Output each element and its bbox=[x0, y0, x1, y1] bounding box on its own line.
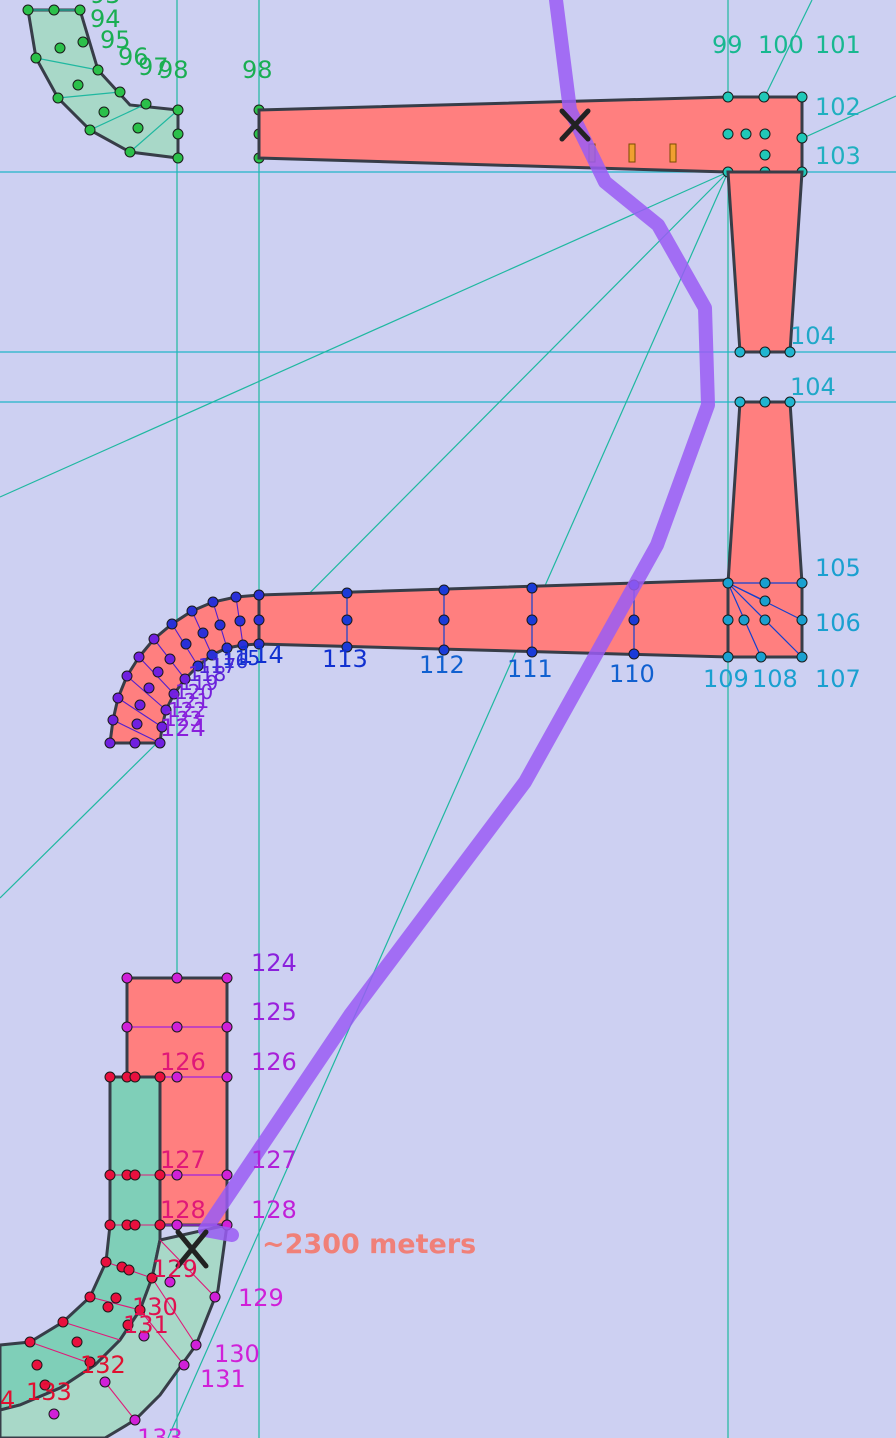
label-127-left: 127 bbox=[160, 1146, 206, 1174]
label-123: 123 bbox=[164, 707, 202, 731]
label-112: 112 bbox=[419, 651, 465, 679]
label-133-bottom: 133 bbox=[137, 1424, 183, 1438]
start-marker-x bbox=[559, 108, 591, 142]
label-132: 132 bbox=[80, 1351, 126, 1379]
label-126-left: 126 bbox=[160, 1048, 206, 1076]
label-113: 113 bbox=[322, 645, 368, 673]
label-131-right: 131 bbox=[200, 1365, 246, 1393]
label-107: 107 bbox=[815, 665, 861, 693]
label-117: 117 bbox=[198, 654, 236, 678]
road-segment-103-104 bbox=[726, 170, 804, 358]
label-110: 110 bbox=[609, 660, 655, 688]
road-segment-98-103 bbox=[257, 91, 808, 178]
label-93: 93 bbox=[90, 0, 121, 9]
road-segment-94-98 bbox=[22, 4, 265, 164]
label-119: 119 bbox=[180, 671, 218, 695]
label-118: 118 bbox=[188, 662, 226, 686]
label-109: 109 bbox=[703, 665, 749, 693]
label-111: 111 bbox=[507, 655, 553, 683]
label-103: 103 bbox=[815, 142, 861, 170]
node-labels: 93 94 95 96 97 98 98 99 100 101 102 103 … bbox=[0, 0, 861, 1438]
label-104-bottom: 104 bbox=[790, 373, 836, 401]
label-121: 121 bbox=[171, 689, 209, 713]
label-126-right: 126 bbox=[251, 1048, 297, 1076]
label-114: 114 bbox=[238, 641, 284, 669]
label-98-right: 98 bbox=[242, 56, 273, 84]
road-segment-126-134 bbox=[0, 972, 233, 1438]
label-102: 102 bbox=[815, 93, 861, 121]
label-108: 108 bbox=[752, 665, 798, 693]
end-marker-x bbox=[175, 1229, 209, 1269]
label-130-right: 130 bbox=[214, 1340, 260, 1368]
label-106: 106 bbox=[815, 609, 861, 637]
label-124-curve: 124 bbox=[160, 714, 206, 742]
label-95: 95 bbox=[100, 26, 131, 54]
label-124: 124 bbox=[251, 949, 297, 977]
label-94: 94 bbox=[90, 5, 121, 33]
label-97: 97 bbox=[138, 53, 169, 81]
route-path bbox=[198, 0, 715, 1242]
label-134-partial: 4 bbox=[0, 1386, 15, 1414]
label-96: 96 bbox=[118, 43, 149, 71]
label-125: 125 bbox=[251, 998, 297, 1026]
label-131-left: 131 bbox=[123, 1311, 169, 1339]
label-130-left: 130 bbox=[132, 1293, 178, 1321]
label-101: 101 bbox=[815, 31, 861, 59]
label-104-top: 104 bbox=[790, 322, 836, 350]
label-133: 133 bbox=[26, 1378, 72, 1406]
label-129-left: 129 bbox=[152, 1255, 198, 1283]
label-115: 115 bbox=[222, 646, 260, 670]
label-128-left: 128 bbox=[160, 1196, 206, 1224]
label-116: 116 bbox=[210, 649, 248, 673]
road-segment-114-124 bbox=[104, 589, 265, 749]
label-127-right: 127 bbox=[251, 1146, 297, 1174]
label-99: 99 bbox=[712, 31, 743, 59]
label-105: 105 bbox=[815, 554, 861, 582]
label-100: 100 bbox=[758, 31, 804, 59]
label-120: 120 bbox=[175, 680, 213, 704]
label-98-left: 98 bbox=[158, 56, 189, 84]
label-129-right: 129 bbox=[238, 1284, 284, 1312]
distance-label: ~2300 meters bbox=[262, 1229, 476, 1260]
label-122: 122 bbox=[168, 698, 206, 722]
label-128-right: 128 bbox=[251, 1196, 297, 1224]
